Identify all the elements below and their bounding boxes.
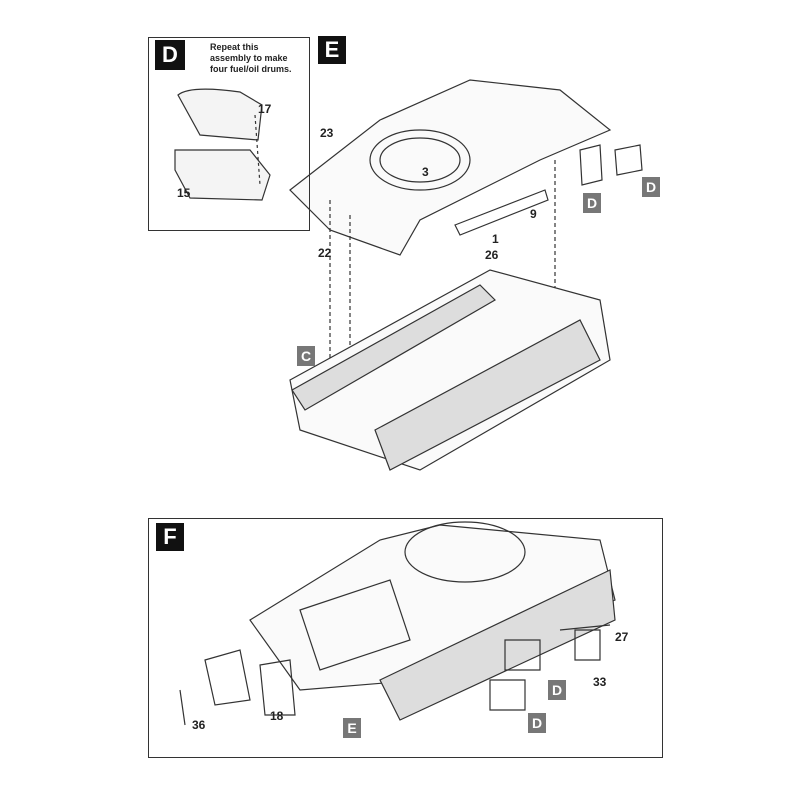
step-d-note: Repeat this assembly to make four fuel/o…	[210, 42, 292, 74]
step-e-label: E	[318, 36, 346, 64]
assembled-hull-drawing	[179, 521, 616, 726]
part-27: 27	[615, 630, 629, 644]
step-f-panel	[148, 518, 663, 758]
ref-d: D	[583, 193, 601, 213]
part-22: 22	[318, 246, 332, 260]
part-33: 33	[593, 675, 607, 689]
ref-c: C	[297, 346, 315, 366]
part-17: 17	[258, 102, 272, 116]
part-1: 1	[492, 232, 499, 246]
chassis-drawing	[289, 269, 611, 471]
ref-d: D	[548, 680, 566, 700]
drum-drawing	[174, 88, 271, 201]
part-36: 36	[192, 718, 206, 732]
part-18: 18	[270, 709, 284, 723]
part-9: 9	[530, 207, 537, 221]
part-3: 3	[422, 165, 429, 179]
ref-d: D	[528, 713, 546, 733]
part-23: 23	[320, 126, 334, 140]
part-26: 26	[485, 248, 499, 262]
ref-e: E	[343, 718, 361, 738]
part-15: 15	[177, 186, 191, 200]
step-d-panel	[148, 37, 310, 231]
step-d-label: D	[155, 40, 185, 70]
ref-d: D	[642, 177, 660, 197]
step-f-label: F	[156, 523, 184, 551]
